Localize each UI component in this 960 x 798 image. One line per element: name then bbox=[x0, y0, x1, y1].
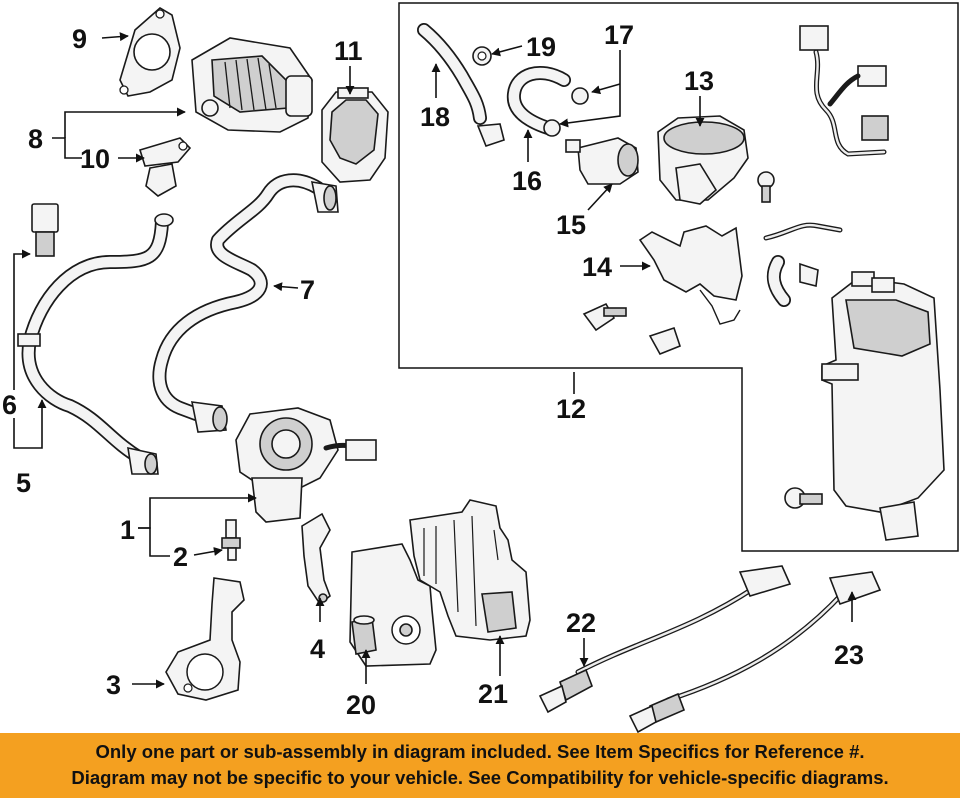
callout-17: 17 bbox=[604, 20, 634, 50]
disclaimer-line-2: Diagram may not be specific to your vehi… bbox=[71, 767, 889, 788]
callout-22: 22 bbox=[566, 608, 596, 638]
part-1-pump bbox=[235, 407, 377, 523]
part-15-purge-valve bbox=[565, 137, 639, 185]
callout-15: 15 bbox=[556, 210, 586, 240]
wiring-harness bbox=[799, 25, 889, 157]
callout-12: 12 bbox=[556, 394, 586, 424]
disclaimer-banner: Only one part or sub-assembly in diagram… bbox=[0, 733, 960, 798]
callout-13: 13 bbox=[684, 66, 714, 96]
leader-lines bbox=[13, 32, 857, 689]
callout-4: 4 bbox=[310, 634, 325, 664]
vent-hose bbox=[763, 222, 843, 307]
callout-18: 18 bbox=[420, 102, 450, 132]
callout-11: 11 bbox=[334, 36, 363, 66]
callout-20: 20 bbox=[346, 690, 376, 720]
callout-16: 16 bbox=[512, 166, 542, 196]
part-5-6-hose bbox=[17, 213, 174, 475]
part-10-sensor bbox=[138, 137, 192, 197]
callout-9: 9 bbox=[72, 24, 87, 54]
part-22-oxygen-sensor bbox=[538, 565, 792, 714]
callout-10: 10 bbox=[80, 144, 110, 174]
part-20-cover bbox=[349, 543, 437, 667]
callout-2: 2 bbox=[173, 542, 188, 572]
part-8-valve-assembly bbox=[191, 37, 313, 133]
part-19-clamp bbox=[472, 46, 492, 66]
part-7-hose bbox=[152, 173, 339, 433]
callout-7: 7 bbox=[300, 275, 315, 305]
callout-14: 14 bbox=[582, 252, 612, 282]
callout-21: 21 bbox=[478, 679, 508, 709]
bolt bbox=[582, 171, 823, 509]
evap-canister bbox=[821, 271, 945, 541]
part-3-bracket bbox=[165, 577, 245, 701]
evap-system-inset-box bbox=[398, 2, 959, 552]
part-18-hose bbox=[417, 23, 505, 147]
part-23-oxygen-sensor bbox=[628, 571, 882, 733]
callout-1: 1 bbox=[120, 515, 135, 545]
part-9-gasket bbox=[119, 7, 181, 97]
disclaimer-line-1: Only one part or sub-assembly in diagram… bbox=[95, 741, 865, 762]
part-13-leak-detection-pump bbox=[657, 115, 749, 205]
part-16-hose bbox=[506, 65, 571, 135]
part-21-shield bbox=[409, 499, 531, 641]
callout-8: 8 bbox=[28, 124, 43, 154]
parts-diagram: 1 2 3 4 5 6 7 8 9 10 11 12 13 14 15 16 1… bbox=[2, 2, 959, 733]
part-14-bracket bbox=[638, 225, 743, 325]
part-2-bolt bbox=[221, 519, 241, 561]
part-17-clamp bbox=[543, 87, 589, 137]
part-4-bracket bbox=[301, 512, 331, 606]
callout-19: 19 bbox=[526, 32, 556, 62]
callout-6: 6 bbox=[2, 390, 17, 420]
callout-23: 23 bbox=[834, 640, 864, 670]
part-6-connector bbox=[31, 203, 59, 257]
callout-3: 3 bbox=[106, 670, 121, 700]
callout-5: 5 bbox=[16, 468, 31, 498]
callouts: 1 2 3 4 5 6 7 8 9 10 11 12 13 14 15 16 1… bbox=[2, 20, 864, 720]
part-11-housing bbox=[321, 87, 389, 183]
